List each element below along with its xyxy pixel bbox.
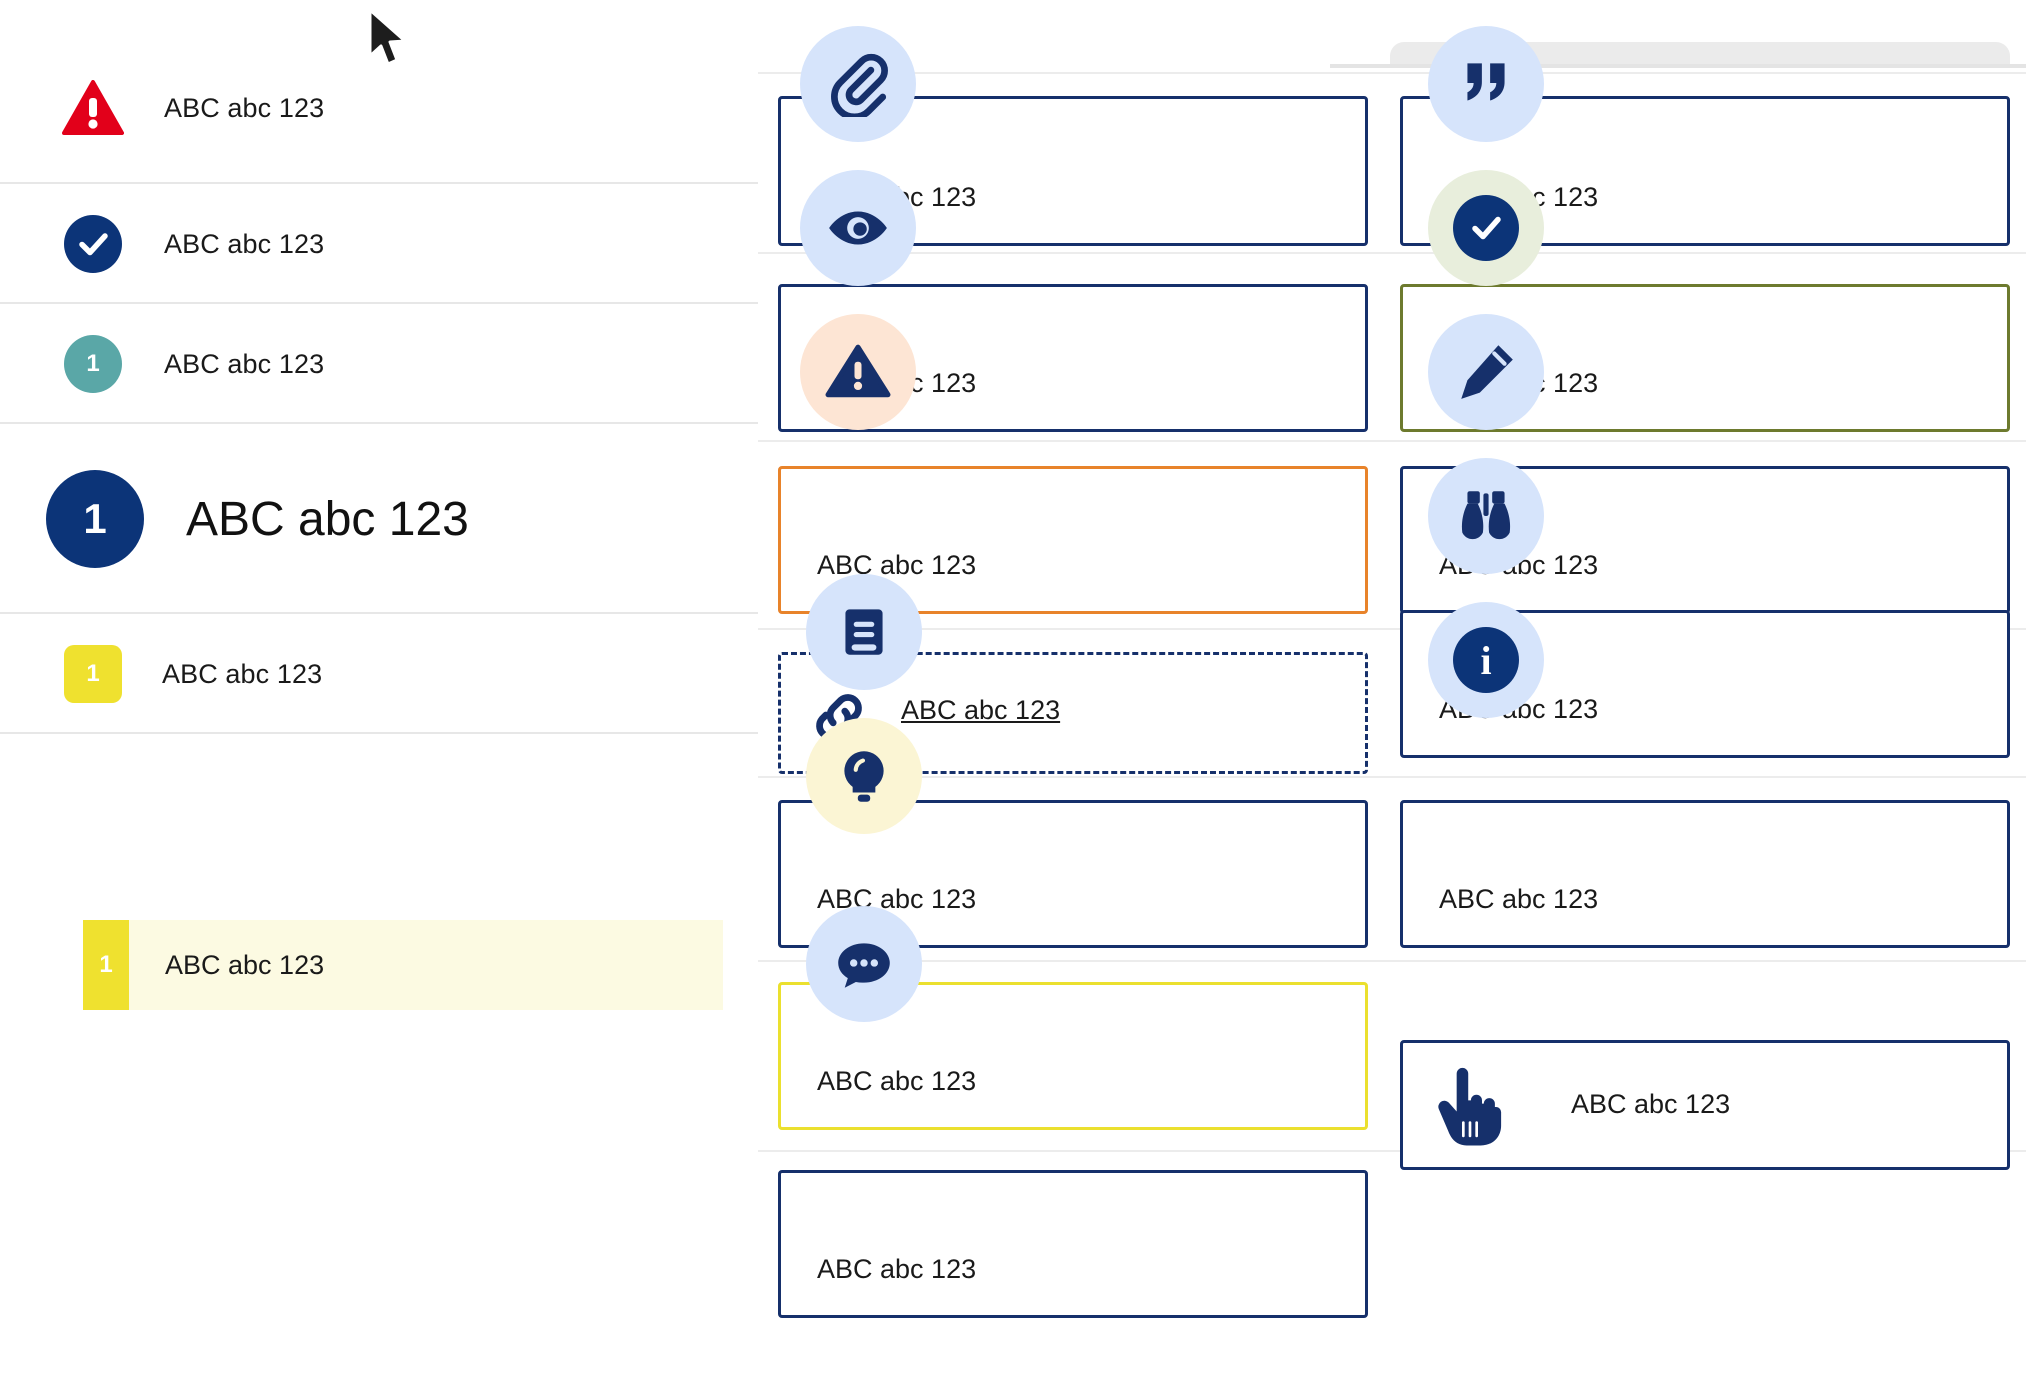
list-item-warning[interactable]: ABC abc 123	[0, 32, 758, 184]
list-item-label-large: ABC abc 123	[186, 492, 469, 546]
row-divider	[0, 302, 758, 304]
pointing-hand-icon	[1427, 1057, 1513, 1157]
list-item-label: ABC abc 123	[164, 228, 325, 259]
check-circle-icon	[64, 215, 122, 273]
background-rule	[758, 72, 2026, 74]
badge-value: 1	[86, 350, 100, 377]
list-item-number-large[interactable]: 1 ABC abc 123	[0, 424, 758, 614]
background-rule	[758, 960, 2026, 962]
background-rule	[758, 1150, 2026, 1152]
background-rule	[758, 628, 2026, 630]
card-label: ABC abc 123	[817, 550, 977, 580]
list-item-label: ABC abc 123	[164, 92, 325, 123]
info-disc: i	[1453, 627, 1519, 693]
warning-triangle-icon	[62, 80, 124, 136]
card-action[interactable]: ABC abc 123	[1400, 1040, 2010, 1170]
paperclip-icon	[800, 26, 916, 142]
badge-value: 1	[99, 951, 113, 978]
mouse-cursor	[366, 8, 412, 70]
lightbulb-icon	[806, 718, 922, 834]
card-info[interactable]: ABC abc 123	[1400, 800, 2010, 948]
row-divider	[0, 612, 758, 614]
number-badge-square-icon: 1	[64, 645, 122, 703]
row-divider	[0, 422, 758, 424]
background-rule	[758, 776, 2026, 778]
quote-icon	[1428, 26, 1544, 142]
background-rule	[758, 252, 2026, 254]
list-item-label: ABC abc 123	[162, 658, 323, 689]
list-item-label: ABC abc 123	[164, 348, 325, 379]
card-label: ABC abc 123	[817, 1254, 977, 1284]
check-circle-icon	[1428, 170, 1544, 286]
pencil-icon	[1428, 314, 1544, 430]
background-panel	[1390, 42, 2010, 64]
background-panel-rule	[1330, 64, 2026, 68]
list-item-number-yellow[interactable]: 1 ABC abc 123	[0, 614, 758, 734]
check-disc	[1453, 195, 1519, 261]
binoculars-icon	[1428, 458, 1544, 574]
card-label: ABC abc 123	[1439, 884, 1599, 914]
card-link-label[interactable]: ABC abc 123	[901, 695, 1061, 725]
number-badge-bar-icon: 1	[83, 920, 129, 1010]
list-item-check[interactable]: ABC abc 123	[0, 184, 758, 304]
list-item-highlighted[interactable]: 1 ABC abc 123	[83, 920, 723, 1010]
card-label: ABC abc 123	[1571, 1089, 1731, 1119]
eye-icon	[800, 170, 916, 286]
number-badge-icon: 1	[64, 335, 122, 393]
badge-value: 1	[86, 660, 100, 687]
number-badge-large-icon: 1	[46, 470, 144, 568]
row-divider	[0, 732, 758, 734]
card-label: ABC abc 123	[817, 1066, 977, 1096]
badge-value: 1	[83, 495, 107, 542]
chat-bubble-icon	[806, 906, 922, 1022]
card-comment[interactable]: ABC abc 123	[778, 1170, 1368, 1318]
list-item-number-teal[interactable]: 1 ABC abc 123	[0, 304, 758, 424]
left-list: ABC abc 123 ABC abc 123 1 ABC abc 123 1	[0, 0, 758, 1392]
background-rule	[758, 440, 2026, 442]
list-item-label: ABC abc 123	[165, 949, 325, 980]
book-icon	[806, 574, 922, 690]
row-divider	[0, 182, 758, 184]
info-circle-icon: i	[1428, 602, 1544, 718]
warning-triangle-icon	[800, 314, 916, 430]
